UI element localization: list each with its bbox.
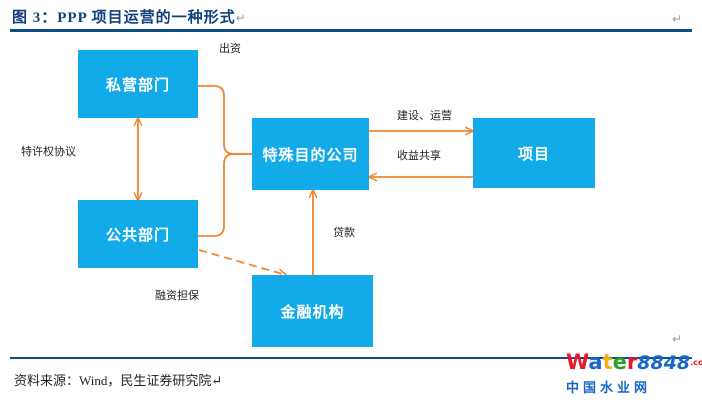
- paragraph-mark-top-right-icon: ↵: [672, 12, 683, 26]
- paragraph-mark-icon: ↵: [235, 11, 246, 25]
- node-spv[interactable]: 特殊目的公司: [252, 118, 369, 190]
- node-financial-institution[interactable]: 金融机构: [252, 275, 373, 347]
- watermark-letter-e: e: [612, 350, 627, 374]
- watermark-wordmark: Water8848.com: [566, 350, 702, 374]
- node-public-sector-label: 公共部门: [105, 225, 170, 244]
- node-private-sector[interactable]: 私营部门: [78, 50, 198, 118]
- watermark-letter-a: a: [588, 350, 603, 374]
- node-project-label: 项目: [517, 144, 550, 163]
- watermark-logo: Water8848.com 中国水业网: [566, 350, 702, 397]
- edge-label-franchise: 特许权协议: [21, 145, 76, 158]
- node-private-sector-label: 私营部门: [105, 75, 170, 94]
- watermark-letter-r: r: [626, 350, 638, 374]
- divider-bottom: [10, 357, 692, 359]
- paragraph-mark-middle-right-icon: ↵: [672, 332, 683, 346]
- edge-label-construction: 建设、运营: [397, 109, 452, 122]
- divider-top: [10, 29, 692, 32]
- node-project[interactable]: 项目: [473, 118, 595, 188]
- watermark-tld: .com: [690, 358, 702, 367]
- edge-private-to-spv: [198, 85, 252, 155]
- edge-label-revenue: 收益共享: [397, 149, 441, 162]
- node-financial-institution-label: 金融机构: [280, 302, 345, 321]
- watermark-letter-t: t: [602, 350, 613, 374]
- node-spv-label: 特殊目的公司: [262, 145, 359, 164]
- watermark-number: 8848: [637, 352, 691, 374]
- source-note: 资料来源：Wind，民生证券研究院↵: [14, 373, 223, 388]
- edge-public-to-finance-guarantee: [198, 249, 286, 275]
- edge-label-investment: 出资: [219, 42, 241, 55]
- edge-public-to-spv: [198, 153, 252, 237]
- node-public-sector[interactable]: 公共部门: [78, 200, 198, 268]
- page-title-text: 图 3：PPP 项目运营的一种形式: [12, 10, 236, 26]
- edge-label-guarantee: 融资担保: [155, 289, 199, 302]
- watermark-chinese-name: 中国水业网: [566, 381, 652, 396]
- watermark-letter-w: W: [566, 350, 589, 374]
- page-title: 图 3：PPP 项目运营的一种形式↵: [12, 6, 246, 27]
- edge-label-loan: 贷款: [333, 226, 355, 239]
